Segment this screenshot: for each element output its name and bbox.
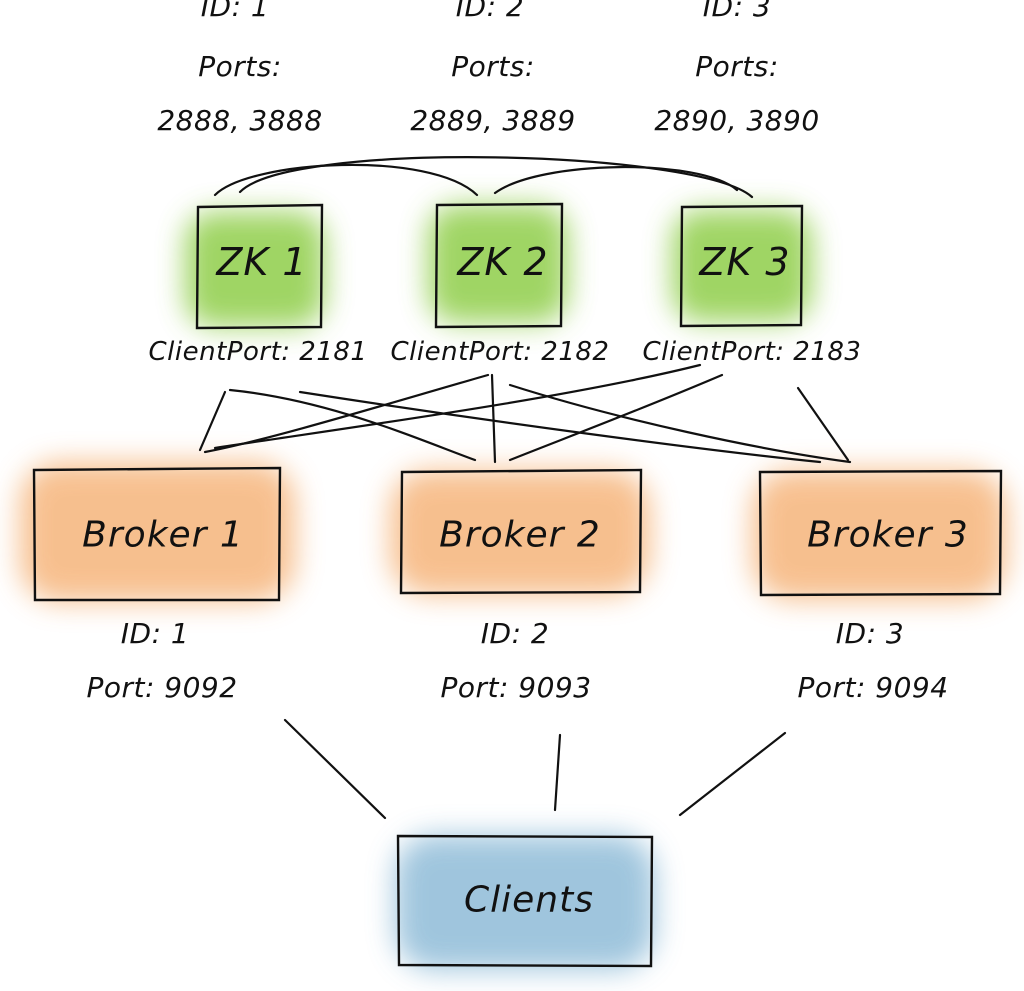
link-broker2-clients — [553, 733, 562, 812]
link-zk2-broker3 — [508, 383, 852, 464]
quorum-link-zk1-zk2 — [213, 163, 479, 197]
link-zk3-broker2 — [508, 373, 724, 462]
quorum-link-zk1-zk3 — [238, 156, 754, 199]
zk-2-glow — [428, 205, 568, 323]
quorum-link-zk2-zk3 — [493, 165, 739, 195]
zk-1-glow — [185, 212, 325, 327]
zk-3-id: ID: 3 — [702, 0, 772, 23]
zk-2-ports-title: Ports: — [451, 50, 535, 83]
link-zk1-broker1 — [198, 390, 227, 452]
broker-3-id: ID: 3 — [835, 617, 905, 650]
link-zk2-broker2 — [490, 373, 497, 464]
clients-label: Clients — [464, 879, 594, 921]
zk-1-box — [195, 203, 324, 330]
boxes — [32, 202, 1003, 968]
link-broker3-clients — [678, 731, 787, 817]
zk-1-ports: 2888, 3888 — [157, 104, 323, 137]
zk-2-label: ZK 2 — [457, 240, 549, 284]
broker-2-glow — [390, 470, 650, 595]
zk-3-box — [679, 204, 804, 328]
zk-2-id: ID: 2 — [455, 0, 525, 23]
broker-1-id: ID: 1 — [120, 617, 190, 650]
clients-glow — [395, 835, 655, 970]
zk-3-ports-title: Ports: — [695, 50, 779, 83]
zk-3-client-port: ClientPort: 2183 — [642, 337, 862, 367]
link-zk3-broker3 — [796, 386, 850, 462]
zk-2-client-port: ClientPort: 2182 — [390, 337, 610, 367]
zk-3-ports: 2890, 3890 — [654, 104, 820, 137]
glows — [20, 205, 1007, 970]
zk-1-label: ZK 1 — [216, 240, 308, 284]
zk-3-glow — [672, 210, 812, 322]
broker-3-glow — [752, 470, 1007, 600]
connections — [198, 156, 852, 820]
broker-3-port: Port: 9094 — [797, 671, 949, 704]
broker-1-box — [32, 466, 282, 602]
link-broker1-clients — [283, 718, 387, 820]
link-zk1-broker2 — [228, 388, 477, 462]
clients-box — [396, 834, 654, 968]
broker-3-label: Broker 3 — [807, 514, 969, 556]
zk-1-id: ID: 1 — [200, 0, 270, 23]
broker-1-label: Broker 1 — [82, 514, 244, 556]
broker-3-box — [758, 469, 1003, 597]
broker-1-port: Port: 9092 — [86, 671, 238, 704]
zk-1-ports-title: Ports: — [198, 50, 282, 83]
zk-3-label: ZK 3 — [699, 240, 791, 284]
zk-1-client-port: ClientPort: 2181 — [148, 337, 368, 367]
link-zk3-broker1 — [213, 363, 702, 450]
zk-2-box — [434, 202, 564, 329]
broker-2-id: ID: 2 — [480, 617, 550, 650]
zk-2-ports: 2889, 3889 — [410, 104, 576, 137]
broker-1-glow — [20, 462, 295, 602]
broker-2-port: Port: 9093 — [440, 671, 592, 704]
link-zk1-broker3 — [298, 390, 822, 464]
broker-2-box — [399, 468, 643, 595]
broker-2-label: Broker 2 — [439, 514, 601, 556]
